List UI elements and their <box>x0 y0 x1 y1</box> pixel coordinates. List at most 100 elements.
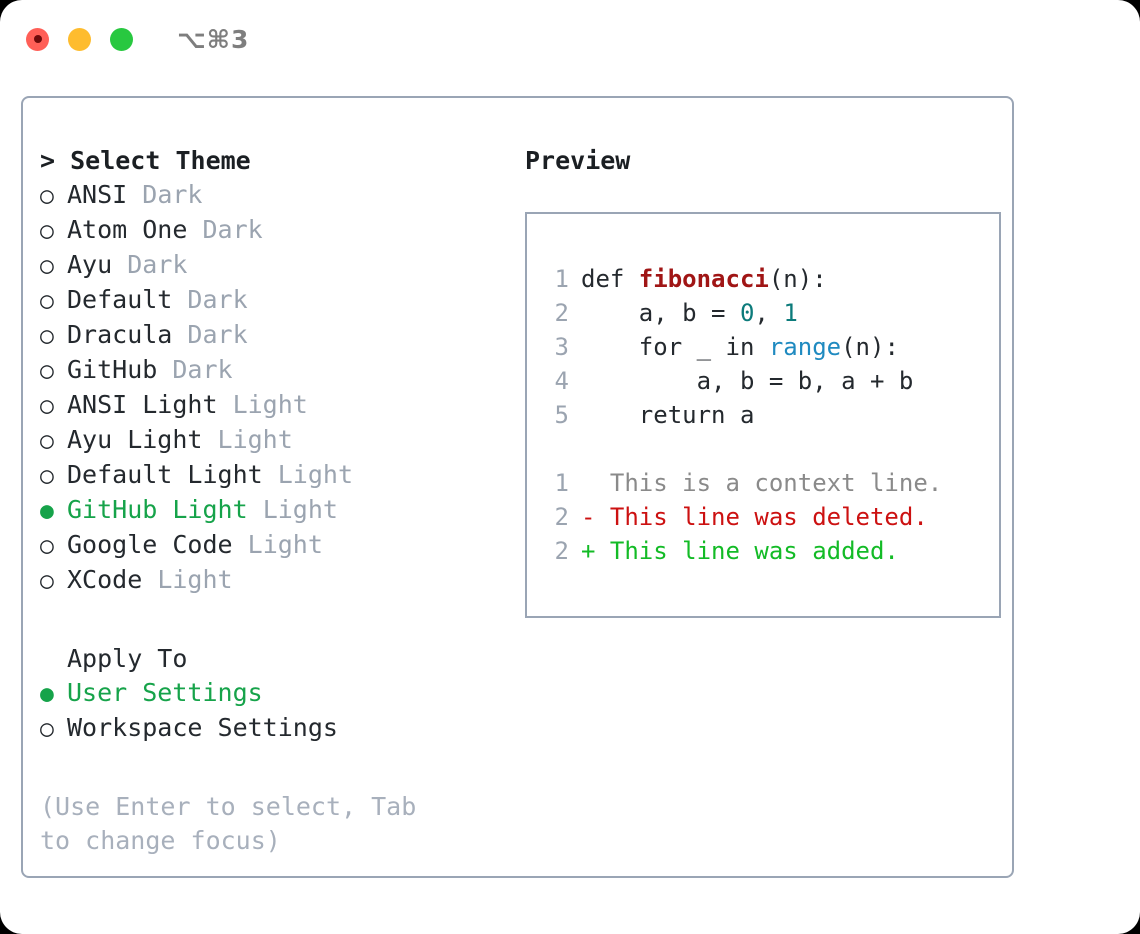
code-token: return a <box>581 401 755 429</box>
radio-unselected-icon: ○ <box>40 183 54 209</box>
theme-option-label: GitHub Light <box>67 495 248 524</box>
theme-picker-column: > Select Theme ○ANSI Dark○Atom One Dark○… <box>23 98 503 876</box>
theme-option-label: Default Light <box>67 460 263 489</box>
diff-line: 2- This line was deleted. <box>543 500 999 534</box>
line-number: 1 <box>554 469 569 497</box>
line-number: 1 <box>554 265 569 293</box>
code-line: 2 a, b = 0, 1 <box>543 296 999 330</box>
apply-to-option-workspace-settings[interactable]: ○ Workspace Settings <box>40 711 503 746</box>
select-theme-header: > Select Theme <box>40 146 251 175</box>
radio-selected-icon: ● <box>40 498 54 524</box>
radio-unselected-icon: ○ <box>40 218 54 244</box>
line-number: 2 <box>554 299 569 327</box>
theme-option-variant: Light <box>247 530 323 559</box>
code-line: 4 a, b = b, a + b <box>543 364 999 398</box>
code-line: 5 return a <box>543 398 999 432</box>
theme-option-variant: Dark <box>127 250 188 279</box>
theme-option-dracula[interactable]: ○ Dracula Dark <box>40 318 503 353</box>
theme-option-label: ANSI Light <box>67 390 218 419</box>
code-token: , <box>754 299 784 327</box>
apply-to-option-user-settings[interactable]: ● User Settings <box>40 676 503 711</box>
theme-option-label: Dracula <box>67 320 173 349</box>
title-bar: ⌥⌘3 <box>0 0 1140 78</box>
theme-option-github[interactable]: ○ GitHub Dark <box>40 353 503 388</box>
theme-option-label: Ayu Light <box>67 425 203 454</box>
theme-list[interactable]: ○ANSI Dark○Atom One Dark○Ayu Dark○Defaul… <box>40 178 503 598</box>
diff-text: + This line was added. <box>581 537 899 565</box>
radio-unselected-icon: ○ <box>40 463 54 489</box>
radio-unselected-icon: ○ <box>40 288 54 314</box>
diff-text: This is a context line. <box>581 469 943 497</box>
theme-option-variant: Dark <box>187 320 248 349</box>
window-title: ⌥⌘3 <box>177 24 250 54</box>
minimize-button-icon[interactable] <box>68 27 91 51</box>
radio-unselected-icon: ○ <box>40 393 54 419</box>
theme-option-variant: Light <box>157 565 233 594</box>
apply-to-header-row: Apply To <box>40 642 503 676</box>
code-token: fibonacci <box>638 265 769 293</box>
code-token: 0 <box>739 299 755 327</box>
theme-option-variant: Dark <box>202 215 263 244</box>
apply-to-header: Apply To <box>67 644 188 673</box>
radio-unselected-icon: ○ <box>40 323 54 349</box>
theme-option-ayu[interactable]: ○Ayu Dark <box>40 248 503 283</box>
theme-option-variant: Light <box>217 425 293 454</box>
theme-option-default-light[interactable]: ○ Default Light Light <box>40 458 503 493</box>
theme-option-xcode[interactable]: ○ XCode Light <box>40 563 503 598</box>
theme-option-default[interactable]: ○ Default Dark <box>40 283 503 318</box>
theme-option-label: Atom One <box>67 215 188 244</box>
code-token: for _ in <box>581 333 769 361</box>
close-button-icon[interactable] <box>26 27 49 51</box>
diff-text: - This line was deleted. <box>581 503 928 531</box>
diff-line: 2 + This line was added. <box>543 534 999 568</box>
code-token: a, b = b, a + b <box>581 367 914 395</box>
line-number: 4 <box>554 367 569 395</box>
line-number: 5 <box>554 401 569 429</box>
theme-option-label: XCode <box>67 565 143 594</box>
code-token: range <box>768 333 842 361</box>
keyboard-hint: (Use Enter to select, Tab to change focu… <box>40 792 417 855</box>
theme-option-label: Default <box>67 285 173 314</box>
theme-option-github-light[interactable]: ● GitHub Light Light <box>40 493 503 528</box>
theme-option-label: Google Code <box>67 530 233 559</box>
radio-unselected-icon: ○ <box>40 428 54 454</box>
diff-sample: 1 This is a context line.2- This line wa… <box>543 466 999 568</box>
line-number: 3 <box>554 333 569 361</box>
theme-option-ansi[interactable]: ○ ANSI Dark <box>40 178 503 213</box>
theme-option-variant: Dark <box>172 355 233 384</box>
theme-option-variant: Light <box>262 495 338 524</box>
theme-option-label: Ayu <box>67 250 113 279</box>
main-panel: > Select Theme ○ANSI Dark○Atom One Dark○… <box>21 96 1014 878</box>
theme-option-label: ANSI <box>67 180 128 209</box>
maximize-button-icon[interactable] <box>110 27 133 51</box>
code-token: (n): <box>768 265 827 293</box>
radio-unselected-icon: ○ <box>40 358 54 384</box>
code-token: 1 <box>783 299 798 327</box>
radio-selected-icon: ● <box>40 681 54 707</box>
theme-option-variant: Light <box>232 390 308 419</box>
radio-unselected-icon: ○ <box>40 716 54 742</box>
theme-option-variant: Dark <box>187 285 248 314</box>
theme-option-ayu-light[interactable]: ○ Ayu Light Light <box>40 423 503 458</box>
apply-to-option-label: Workspace Settings <box>67 713 338 742</box>
theme-option-label: GitHub <box>67 355 158 384</box>
radio-unselected-icon: ○ <box>40 533 54 559</box>
code-line: 3 for _ in range(n): <box>543 330 999 364</box>
theme-option-variant: Light <box>277 460 353 489</box>
code-token: (n): <box>841 333 899 361</box>
apply-to-option-label: User Settings <box>67 678 263 707</box>
diff-line: 1 This is a context line. <box>543 466 999 500</box>
apply-to-list[interactable]: ● User Settings ○ Workspace Settings <box>40 676 503 746</box>
theme-option-atom-one[interactable]: ○ Atom One Dark <box>40 213 503 248</box>
theme-option-google-code[interactable]: ○ Google Code Light <box>40 528 503 563</box>
theme-option-ansi-light[interactable]: ○ ANSI Light Light <box>40 388 503 423</box>
radio-unselected-icon: ○ <box>40 568 54 594</box>
line-number: 2 <box>554 537 569 565</box>
theme-option-variant: Dark <box>142 180 203 209</box>
traffic-light-group <box>26 27 133 51</box>
preview-title: Preview <box>525 146 631 175</box>
